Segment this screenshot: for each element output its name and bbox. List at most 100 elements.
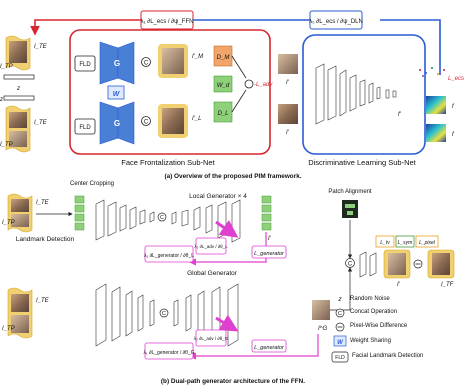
local-generator-encoder — [95, 199, 155, 241]
loss-sym: L_sym — [398, 240, 413, 246]
concat-local — [157, 212, 167, 222]
label-i-m: I'_M — [192, 54, 203, 60]
label-landmark-detection: Landmark Detection — [16, 236, 75, 243]
l-generator-global-box — [251, 339, 287, 353]
lambda-gen-local-box — [144, 245, 194, 263]
label-center-cropping: Center Cropping — [70, 181, 114, 187]
svg-text:C: C — [338, 311, 342, 317]
legend-item-random-noise: Random Noise — [350, 296, 390, 302]
lambda-dln-label: λ₀ ∂L_ecs / ∂ψ_DLN — [309, 18, 363, 25]
patch-alignment-eyes — [345, 204, 355, 208]
lambda-adv-local-box — [195, 237, 227, 255]
svg-text:W: W — [337, 340, 344, 346]
label-z-1: z — [16, 86, 20, 92]
global-generator-encoder — [95, 283, 155, 347]
label-i-tp-global: I_TP — [2, 326, 15, 332]
caption-b: (b) Dual-path generator architecture of … — [160, 378, 306, 385]
weight-sharing-label: W — [113, 91, 121, 98]
lambda-dln-box — [309, 10, 363, 30]
label-i-prime-1: I' — [286, 80, 290, 86]
label-i-te-top1: I_TE — [34, 44, 48, 50]
cropped-patches — [74, 195, 85, 231]
label-g-bottom: G — [114, 119, 120, 128]
generated-face-m — [158, 44, 188, 78]
final-face-1 — [388, 253, 406, 275]
loss-pixel: L_pixel — [419, 240, 436, 246]
loss-sym-box — [395, 235, 415, 248]
legend-item-pixel-diff: Pixel-Wise Difference — [350, 323, 407, 329]
legend-item-concat: Concat Operation — [350, 309, 397, 315]
input-face-stack-local — [7, 193, 33, 233]
label-patch-alignment: Patch Alignment — [328, 189, 372, 195]
label-w-d: W_d — [217, 83, 230, 89]
concat-fusion — [345, 258, 355, 268]
output-face-bottom — [278, 104, 298, 124]
local-generator-decoder — [171, 199, 241, 243]
legend-text: Pixel-Wise Difference — [350, 323, 408, 329]
legend-item-fld: Facial Landmark Detection — [352, 353, 423, 359]
generated-face-l — [158, 104, 188, 138]
label-i-te-local: I_TE — [36, 200, 50, 206]
output-face-top — [278, 54, 298, 74]
svg-text:FLD: FLD — [335, 355, 345, 361]
dln-subnet-box — [302, 34, 426, 155]
fld-box-top — [74, 55, 96, 72]
fld-label-top: FLD — [79, 62, 91, 68]
l-generator-local-box — [251, 245, 287, 259]
final-face-2 — [432, 253, 450, 275]
legend-text: Concat Operation — [350, 309, 398, 315]
input-face-stack-top — [5, 35, 31, 153]
dln-conv-stack — [315, 63, 397, 125]
global-output-face — [312, 300, 330, 320]
label-i-tf-final: I_TF — [441, 282, 454, 288]
label-i-te-top2: I_TE — [34, 120, 48, 126]
lambda-ffn-label: λ₁ ∂L_ecs / ∂ψ_FFN — [141, 18, 194, 25]
weight-sharing-box — [107, 85, 125, 100]
lambda-gen-global: λ₁ ∂L_generator / ∂θ_G — [143, 350, 194, 356]
l-generator-global-label: L_generator — [254, 345, 285, 351]
label-z-2: z — [0, 97, 3, 103]
legend-item-weight-sharing: Weight Sharing — [350, 338, 391, 344]
lambda-gen-global-box — [144, 342, 194, 360]
concat-fusion-symbol: C — [348, 262, 353, 268]
concat-global — [159, 308, 169, 318]
label-f-prime: f' — [398, 112, 402, 118]
label-i-tp-local: I_TP — [2, 220, 15, 226]
lambda-gen-local: λ₁ ∂L_generator / ∂θ_L — [144, 253, 194, 259]
lambda-ffn-box — [140, 10, 194, 30]
local-output-patches — [261, 195, 272, 231]
ffn-subnet-box — [69, 29, 271, 155]
fld-box-bottom — [74, 118, 96, 135]
dln-subnet-label: Discriminative Learning Sub-Net — [308, 158, 416, 167]
lambda-adv-local: λ₂ ∂L_adv / ∂θ_L — [194, 244, 228, 249]
patch-alignment-mouth — [347, 211, 353, 215]
label-i-tp-top1: I_TP — [0, 64, 13, 70]
feature-scatter — [419, 67, 445, 77]
concat-circle-top — [141, 57, 151, 67]
label-d-m: D_M — [217, 55, 230, 61]
l-generator-local-label: L_generator — [254, 251, 285, 257]
ffn-subnet-label: Face Frontalization Sub-Net — [121, 158, 215, 167]
concat-local-symbol: C — [160, 215, 164, 221]
heatmap-f-prime — [426, 96, 446, 114]
loss-tv-box — [375, 235, 395, 248]
fld-label-bottom: FLD — [79, 125, 91, 131]
legend-text: Random Noise — [350, 296, 390, 302]
patch-alignment-face — [342, 200, 358, 218]
label-i-prime-final: I' — [397, 282, 401, 288]
legend-text: Weight Sharing — [350, 338, 391, 344]
loss-tv: L_tv — [380, 240, 390, 246]
label-f-2: f — [452, 132, 455, 138]
label-g-top: G — [114, 59, 120, 68]
label-l-adv: -L_adv — [254, 82, 273, 88]
lambda-adv-global-box — [195, 329, 227, 347]
label-i-tp-top2: I_TP — [0, 142, 13, 148]
label-i-l: I'_L — [192, 116, 202, 122]
caption-a: (a) Overview of the proposed PIM framewo… — [164, 173, 302, 180]
label-i-te-global: I_TE — [36, 298, 50, 304]
noise-bar-2 — [3, 95, 35, 101]
label-d-l: D_L — [217, 111, 228, 117]
adv-loss-sum — [244, 79, 254, 89]
concat-symbol-top: C — [144, 61, 149, 67]
